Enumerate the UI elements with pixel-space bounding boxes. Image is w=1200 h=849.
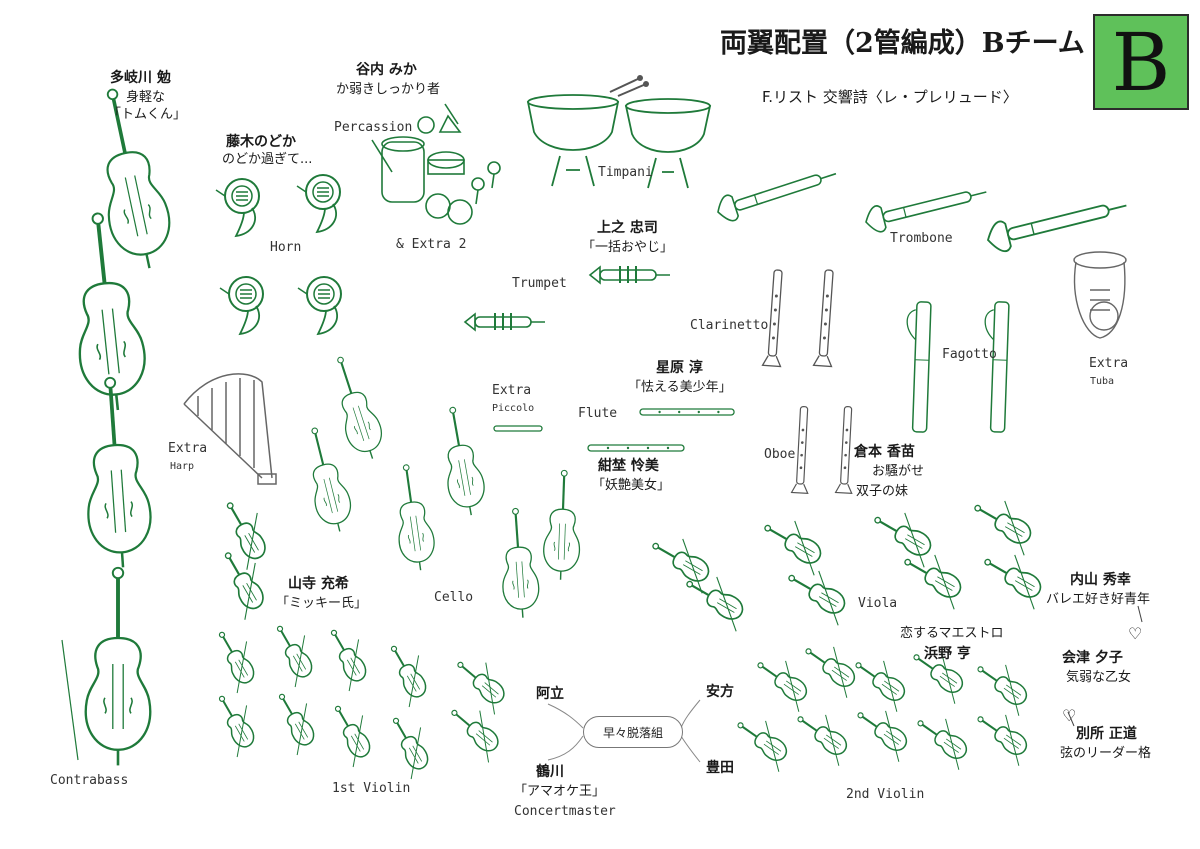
label-horn: Horn	[270, 240, 302, 255]
member-yamadera-name: 山寺 充希	[288, 576, 349, 592]
label-timpani: Timpani	[598, 165, 653, 180]
percussion-section	[371, 103, 501, 225]
label-cello: Cello	[434, 590, 474, 605]
member-ueno-name: 上之 忠司	[597, 220, 658, 236]
violin2-section	[728, 634, 1040, 773]
member-takigawa-note1: 身軽な	[126, 90, 166, 105]
label-piccolo: Piccolo	[492, 403, 535, 414]
member-kuramoto-name: 倉本 香苗	[854, 444, 915, 460]
member-yamadera-note: 「ミッキー氏」	[276, 596, 368, 611]
member-hamano-note: 恋するマエストロ	[900, 626, 1004, 641]
member-hoshihara-note: 「怯える美少年」	[628, 380, 732, 395]
label-concertmaster: Concertmaster	[514, 804, 616, 819]
member-bessho-name: 別所 正道	[1076, 726, 1137, 742]
label-flute: Flute	[578, 406, 618, 421]
member-hamano-name: 浜野 亨	[924, 646, 971, 662]
contrabass-section	[61, 81, 181, 768]
member-taniuchi-name: 谷内 みか	[356, 62, 417, 78]
member-adachi: 阿立	[536, 686, 564, 702]
label-fagotto: Fagotto	[942, 347, 997, 362]
label-tuba: Tuba	[1090, 376, 1115, 387]
oboe-section	[790, 405, 857, 494]
label-viola: Viola	[858, 596, 898, 611]
label-percussion: Percassion	[334, 120, 413, 135]
label-contrabass: Contrabass	[50, 773, 129, 788]
member-takigawa-note2: 「トムくん」	[108, 107, 187, 122]
member-hoshihara-name: 星原 淳	[656, 360, 703, 376]
label-trumpet: Trumpet	[512, 276, 567, 291]
member-tsurukawa-note: 「アマオケ王」	[514, 784, 606, 799]
member-aizu-note: 気弱な乙女	[1066, 670, 1132, 685]
member-kuramoto-note1: お騒がせ	[872, 464, 925, 479]
timpani-section	[526, 75, 712, 189]
label-percussion-extra: & Extra 2	[396, 237, 467, 252]
member-fujiki-name: 藤木のどか	[226, 134, 296, 150]
label-trombone: Trombone	[890, 231, 953, 246]
member-takigawa-name: 多岐川 勉	[110, 70, 171, 86]
member-bessho-note: 弦のリーダー格	[1060, 746, 1152, 761]
heart-icon: ♡	[1128, 624, 1143, 643]
member-taniuchi-note: か弱きしっかり者	[336, 82, 441, 97]
harp-icon	[183, 373, 277, 485]
page-subtitle: F.リスト 交響詩〈レ・プレリュード〉	[762, 88, 1018, 106]
page-title: 両翼配置（2管編成）Bチーム	[720, 28, 1085, 59]
heart-icon: ♡	[1062, 706, 1077, 725]
member-konzumi-name: 紺埜 怜美	[598, 458, 659, 474]
clarinet-section	[761, 268, 839, 368]
member-ueno-note: 「一括おやじ」	[582, 240, 674, 255]
fagotto-section	[902, 300, 1010, 433]
team-badge: B	[1093, 14, 1189, 110]
trumpet-section	[464, 265, 671, 331]
member-kuramoto-note2: 双子の妹	[856, 484, 909, 499]
label-oboe: Oboe	[764, 447, 796, 462]
label-tuba-extra: Extra	[1089, 356, 1129, 371]
member-toyota: 豊田	[706, 760, 734, 776]
member-uchiyama-name: 内山 秀幸	[1070, 572, 1131, 588]
group-bubble-label: 早々脱落組	[602, 725, 663, 740]
label-violin1: 1st Violin	[332, 781, 411, 796]
label-violin2: 2nd Violin	[846, 787, 925, 802]
member-uchiyama-note: バレエ好き好青年	[1046, 592, 1151, 607]
group-connectors	[547, 605, 1143, 763]
woodwind-flutes	[493, 408, 735, 452]
label-clarinet: Clarinetto	[690, 318, 769, 333]
tuba-icon	[1073, 251, 1127, 339]
member-tsurukawa-name: 鶴川	[536, 764, 564, 780]
violin1-section	[205, 616, 518, 781]
member-aizu-name: 会津 夕子	[1062, 650, 1123, 666]
member-yasukata: 安方	[706, 684, 734, 700]
label-harp: Harp	[170, 461, 195, 472]
member-fujiki-note: のどか過ぎて...	[222, 152, 313, 167]
label-harp-extra: Extra	[168, 441, 208, 456]
label-piccolo-extra: Extra	[492, 383, 532, 398]
member-konzumi-note: 「妖艶美女」	[592, 478, 671, 493]
group-bubble: 早々脱落組	[583, 716, 683, 748]
team-badge-letter: B	[1111, 15, 1171, 109]
